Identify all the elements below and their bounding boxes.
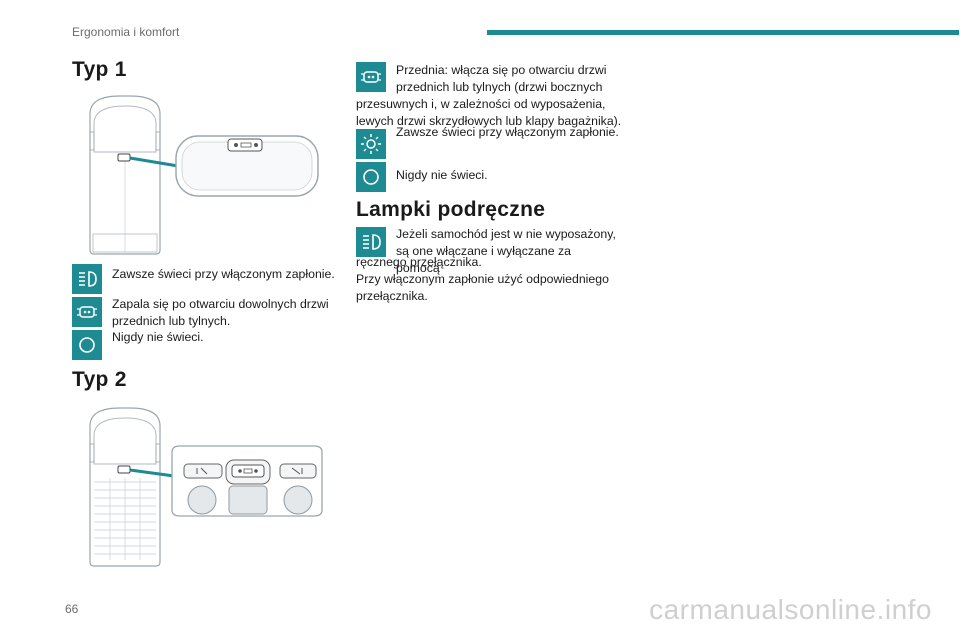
reading-lamps-text-first: Jeżeli samochód jest w nie wyposażony, s… [396, 227, 616, 275]
section-title: Ergonomia i komfort [72, 25, 180, 39]
reading-lamps-text-second: Przy włączonym zapłonie użyć odpowiednie… [356, 272, 609, 303]
type2-van-illustration [89, 407, 323, 567]
watermark: carmanualsonline.info [649, 594, 932, 625]
type1-item-2-text: Zapala się po otwarciu dowolnych drzwi p… [112, 297, 329, 328]
door-car-icon [356, 62, 386, 92]
header-accent-bar [487, 30, 959, 35]
door-car-icon [72, 297, 102, 327]
page-number: 66 [65, 602, 79, 616]
sun-icon [356, 129, 386, 159]
right-item-3-text: Nigdy nie świeci. [396, 168, 488, 182]
type1-item-3-text: Nigdy nie świeci. [112, 330, 204, 344]
type1-heading: Typ 1 [72, 58, 127, 81]
type1-item-1-text: Zawsze świeci przy włączonym zapłonie. [112, 267, 335, 281]
right-item-1-text-rest: przesuwnych i, w zależności od wyposażen… [356, 97, 622, 128]
type2-heading: Typ 2 [72, 368, 127, 391]
reading-lamps-text-rest: ręcznego przełącznika. [356, 255, 482, 269]
right-item-1-text-first: Przednia: włącza się po otwarciu drzwi p… [396, 63, 607, 94]
off-circle-icon [356, 162, 386, 192]
reading-lamps-heading: Lampki podręczne [356, 198, 546, 221]
type1-van-illustration [89, 95, 319, 255]
lamp-on-icon [356, 227, 386, 257]
off-circle-icon [72, 330, 102, 360]
right-item-2-text: Zawsze świeci przy włączonym zapłonie. [396, 125, 619, 139]
door-off-icon [72, 264, 102, 294]
